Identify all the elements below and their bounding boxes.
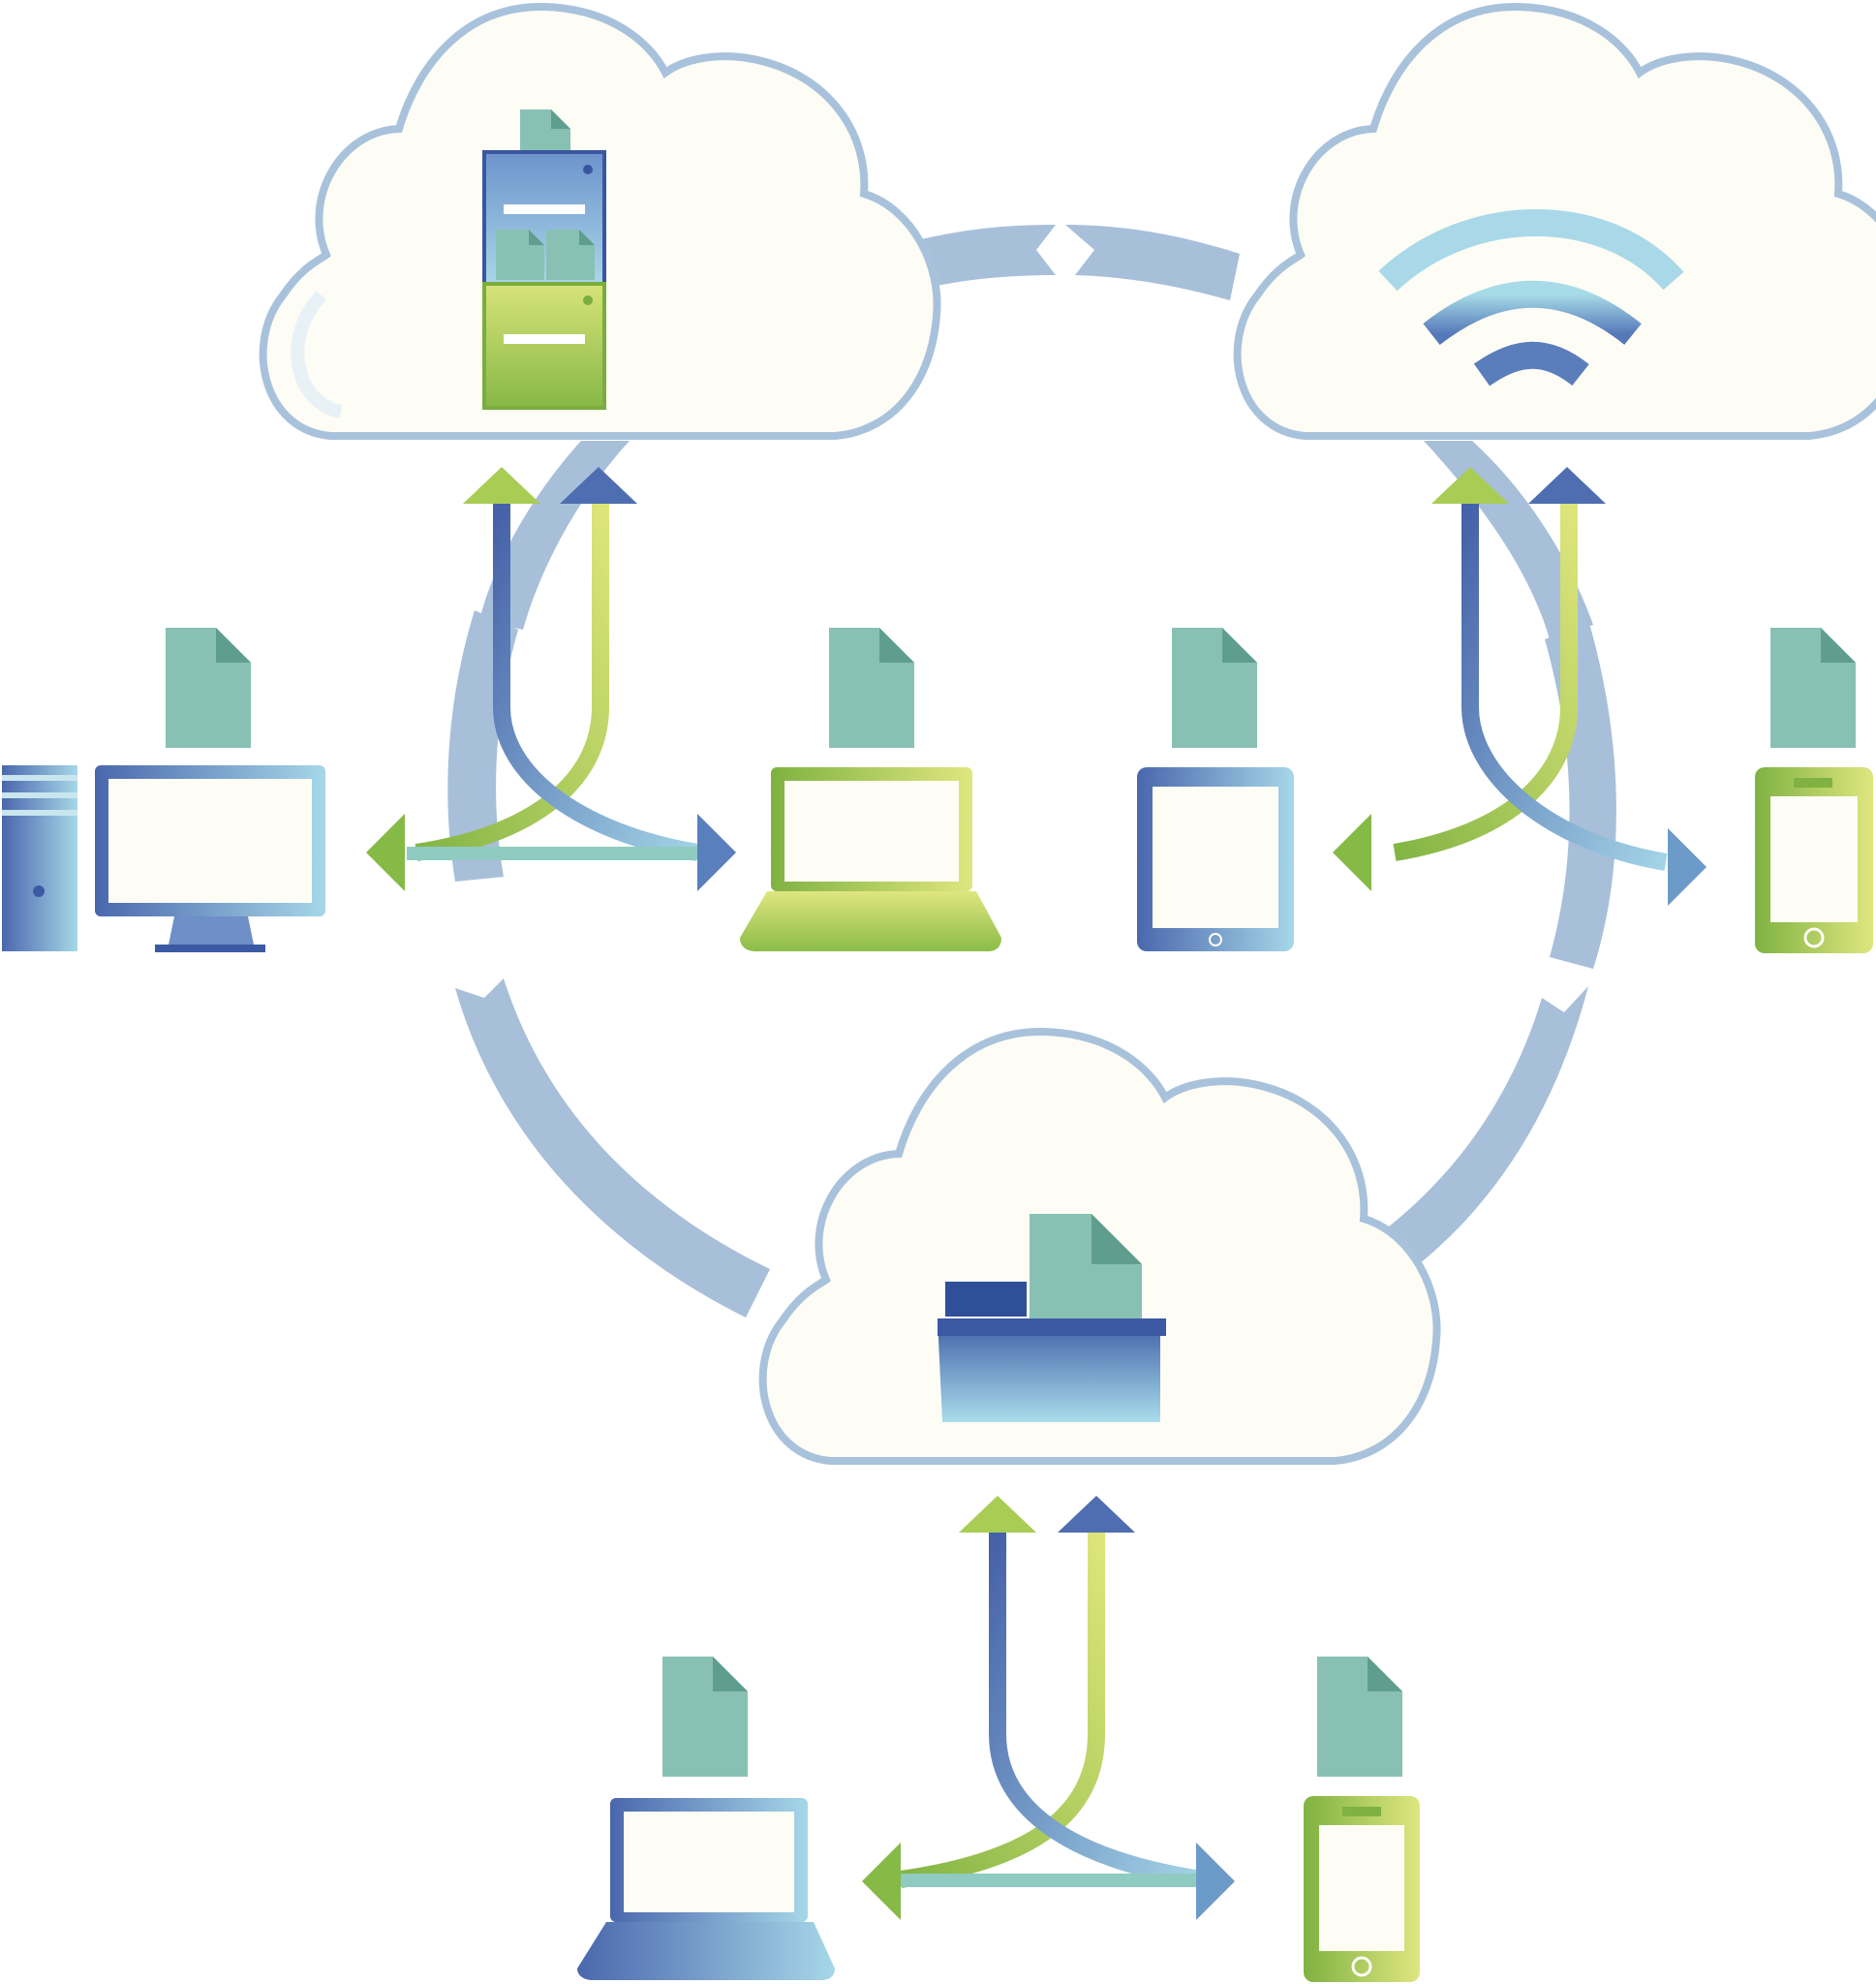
wifi-icon (1378, 209, 1684, 387)
cycle-arrow-top (843, 225, 1240, 306)
document-icon (166, 628, 251, 748)
cycle-arrow-left (447, 610, 770, 1318)
document-icon (829, 628, 914, 748)
sync-arrows-top-right (1333, 467, 1707, 906)
cycle-arrow-upper-right (1424, 441, 1593, 639)
sync-arrows-bottom (862, 1496, 1235, 1920)
document-icon (1317, 1657, 1402, 1777)
laptop-icon (740, 767, 1001, 951)
file-cabinet-icon (482, 109, 606, 410)
desktop-computer-icon (2, 765, 325, 952)
smartphone-icon (1304, 1796, 1420, 1982)
cycle-arrow-right (1327, 620, 1616, 1308)
cloud-top-left (263, 7, 938, 436)
document-icon (1172, 628, 1257, 748)
arrow-up-green (1431, 467, 1509, 504)
folder-icon (938, 1214, 1166, 1422)
smartphone-icon (1755, 767, 1873, 953)
arrow-right-blue (697, 814, 736, 891)
laptop-icon (577, 1798, 835, 1980)
tablet-icon (1137, 767, 1294, 951)
arrow-right-blue (1196, 1843, 1235, 1920)
cloud-top-right (1238, 7, 1876, 436)
arrow-up-blue (1058, 1496, 1135, 1533)
arrow-up-green (959, 1496, 1036, 1533)
cloud-bottom (763, 1032, 1437, 1461)
arrow-left-green (862, 1843, 901, 1920)
arrow-up-green (463, 467, 540, 504)
arrow-left-green (366, 814, 405, 891)
arrow-left-green (1333, 814, 1371, 891)
cycle-arrow-upper-left (479, 441, 630, 630)
document-icon (662, 1657, 748, 1777)
arrow-up-blue (560, 467, 637, 504)
arrow-up-blue (1528, 467, 1606, 504)
arrow-right-blue (1668, 828, 1707, 906)
cycle-arrows (447, 225, 1616, 1318)
document-icon (1770, 628, 1856, 748)
sync-arrows-top-left (366, 467, 736, 891)
